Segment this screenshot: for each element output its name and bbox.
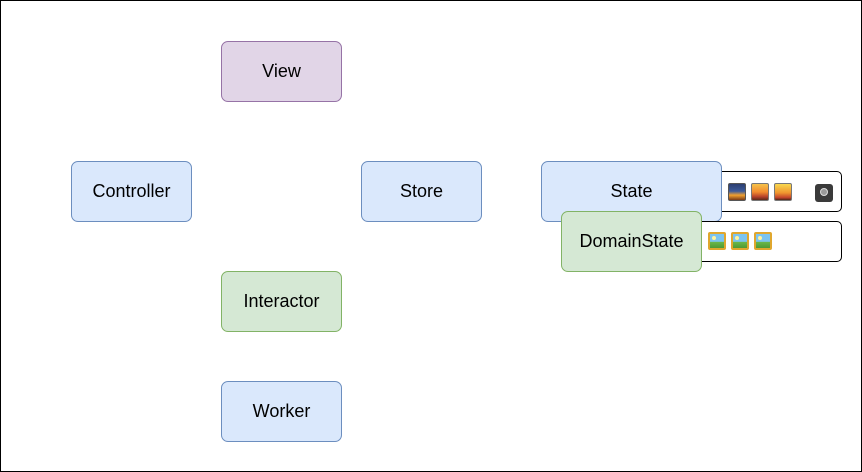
worker-node[interactable]: Worker [221,381,342,442]
store-label: Store [399,181,444,201]
state-label: State [610,181,653,201]
cityscape-sunset-icon [728,183,746,201]
domain-state-emoji-panel [691,221,842,262]
framed-picture-icon [754,232,772,250]
state-emoji-panel [711,171,842,212]
view-label: View [262,61,301,81]
domain-state-label: DomainState [579,231,684,251]
worker-label: Worker [252,401,311,421]
controller-node[interactable]: Controller [71,161,192,222]
store-node[interactable]: Store [361,161,482,222]
interactor-label: Interactor [243,291,320,311]
framed-picture-icon [731,232,749,250]
cityscape-dusk-icon [751,183,769,201]
camera-icon [815,184,833,202]
controller-label: Controller [92,181,171,201]
domain-state-node[interactable]: DomainState [561,211,702,272]
framed-picture-icon [708,232,726,250]
cityscape-dusk-icon [774,183,792,201]
interactor-node[interactable]: Interactor [221,271,342,332]
view-node[interactable]: View [221,41,342,102]
